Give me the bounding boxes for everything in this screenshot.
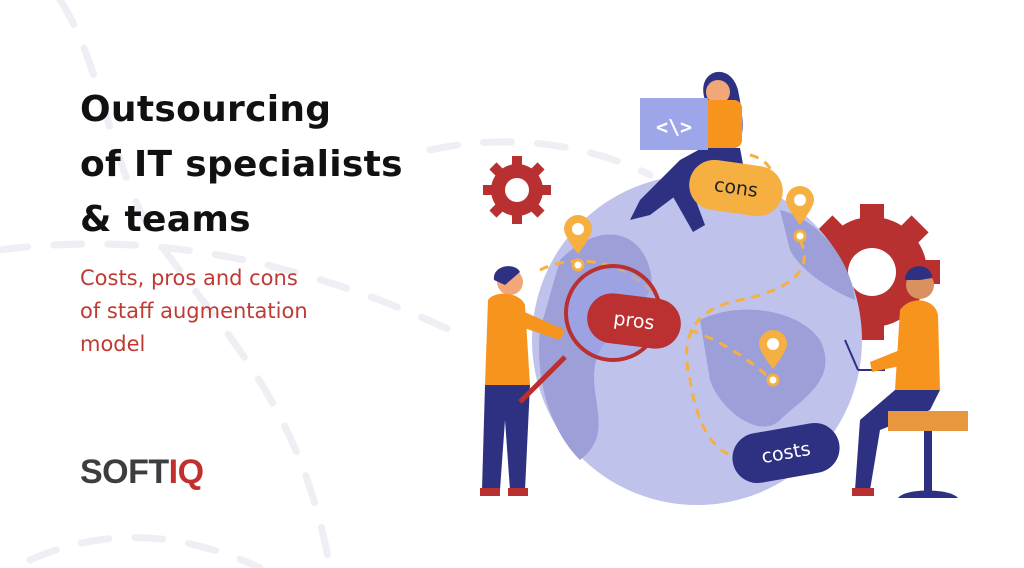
title-line: & teams xyxy=(80,199,251,240)
code-card: <\> xyxy=(640,98,708,150)
page-title: Outsourcing of IT specialists & teams xyxy=(80,82,403,247)
code-sign: <\> xyxy=(656,115,692,139)
map-pin-icon xyxy=(564,215,592,272)
gear-icon xyxy=(483,156,551,224)
subtitle-line: Costs, pros and cons xyxy=(80,266,298,290)
map-pin-icon xyxy=(759,330,787,387)
stool xyxy=(888,411,968,498)
cons-text: cons xyxy=(712,174,760,202)
subtitle: Costs, pros and cons of staff augmentati… xyxy=(80,262,308,361)
subtitle-line: of staff augmentation xyxy=(80,299,308,323)
logo-part: SOFT xyxy=(80,453,169,491)
softiq-logo: SOFTIQ xyxy=(80,453,204,492)
logo-part: IQ xyxy=(168,453,204,491)
pros-text: pros xyxy=(612,307,656,335)
map-pin-icon xyxy=(786,186,814,243)
man-with-magnifier xyxy=(480,266,565,496)
subtitle-line: model xyxy=(80,332,146,356)
seated-man xyxy=(844,266,968,498)
costs-text: costs xyxy=(759,437,813,469)
title-line: Outsourcing xyxy=(80,89,332,130)
title-line: of IT specialists xyxy=(80,144,403,185)
